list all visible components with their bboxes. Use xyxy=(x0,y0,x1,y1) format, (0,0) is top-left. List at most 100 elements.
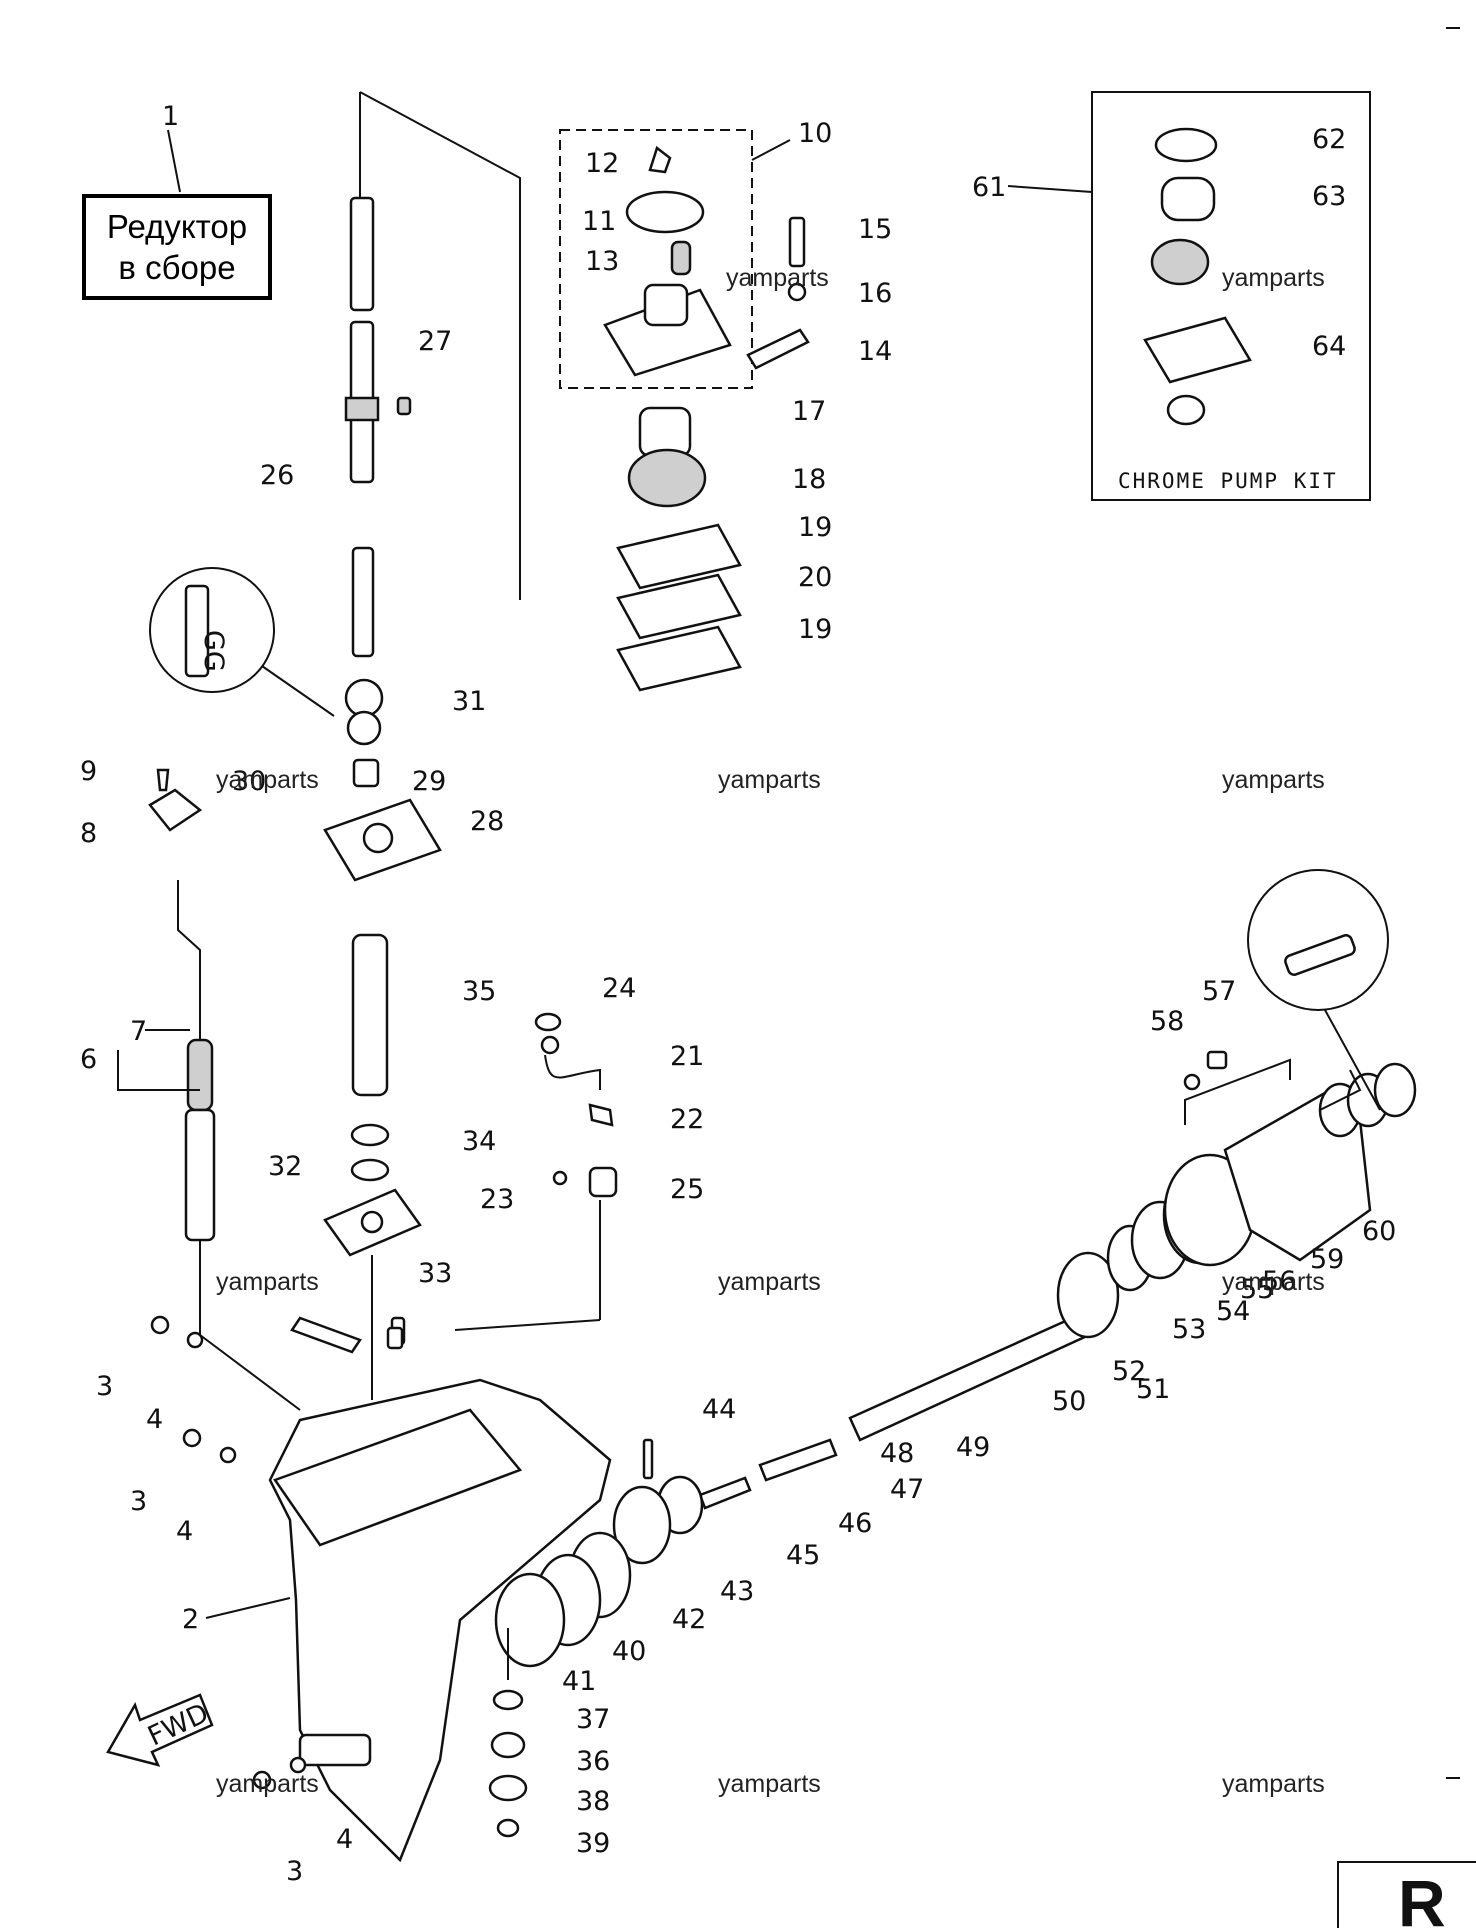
part-number: 19 xyxy=(798,614,832,645)
part-number: 2 xyxy=(182,1604,199,1635)
part-number: 26 xyxy=(260,460,294,491)
part-number: 57 xyxy=(1202,976,1236,1007)
part-number: 17 xyxy=(792,396,826,427)
water-pump-assembly xyxy=(559,129,810,692)
part-number: 48 xyxy=(880,1438,914,1469)
part-number: 37 xyxy=(576,1704,610,1735)
part-number: 53 xyxy=(1172,1314,1206,1345)
watermarks: yamparts yamparts yamparts yamparts yamp… xyxy=(216,264,1325,1798)
part-number: 9 xyxy=(80,756,97,787)
part-number-labels: 1 2 3 3 3 4 4 4 6 7 8 9 10 11 12 13 14 1… xyxy=(80,101,1396,1887)
part-number: 3 xyxy=(96,1371,113,1402)
title-line-2: в сборе xyxy=(118,249,236,286)
chrome-pump-kit-box: CHROME PUMP KIT xyxy=(1007,91,1371,501)
watermark: yamparts xyxy=(718,766,821,794)
part-number: 11 xyxy=(582,206,616,237)
part-number: 7 xyxy=(130,1016,147,1047)
part-number: 47 xyxy=(890,1474,924,1505)
part-number: 15 xyxy=(858,214,892,245)
watermark: yamparts xyxy=(1222,766,1325,794)
part-number: 62 xyxy=(1312,124,1346,155)
part-number: 28 xyxy=(470,806,504,837)
part-number: 46 xyxy=(838,1508,872,1539)
title-line-1: Редуктор xyxy=(106,207,248,245)
shift-rod-assembly xyxy=(117,768,216,1335)
casing-bolts xyxy=(150,1315,654,1838)
part-number: 25 xyxy=(670,1174,704,1205)
part-number: 14 xyxy=(858,336,892,367)
part-number: 21 xyxy=(670,1041,704,1072)
part-number: 1 xyxy=(162,101,179,132)
kit-label: CHROME PUMP KIT xyxy=(1118,469,1338,493)
part-number: 4 xyxy=(176,1516,193,1547)
part-number: 3 xyxy=(130,1486,147,1517)
fwd-arrow-icon: FWD xyxy=(106,1693,214,1767)
part-number: 30 xyxy=(232,766,266,797)
part-number: 52 xyxy=(1112,1356,1146,1387)
part-number: 63 xyxy=(1312,181,1346,212)
assembly-title-box: Редуктор в сборе xyxy=(82,194,272,300)
part-number: 4 xyxy=(336,1824,353,1855)
drive-shaft-assembly xyxy=(323,91,521,1400)
part-number: 61 xyxy=(972,172,1006,203)
part-number: 32 xyxy=(268,1151,302,1182)
part-number: 58 xyxy=(1150,1006,1184,1037)
part-number: 29 xyxy=(412,766,446,797)
lower-casing xyxy=(199,1334,612,1863)
part-number: 40 xyxy=(612,1636,646,1667)
part-number: 20 xyxy=(798,562,832,593)
part-number: 33 xyxy=(418,1258,452,1289)
watermark: yamparts xyxy=(726,264,829,292)
water-tube-assembly xyxy=(454,1012,618,1331)
part-number: 16 xyxy=(858,278,892,309)
part-number: 42 xyxy=(672,1604,706,1635)
watermark: yamparts xyxy=(216,1770,319,1798)
part-number: 44 xyxy=(702,1394,736,1425)
part-number: 54 xyxy=(1216,1296,1250,1327)
part-number: 49 xyxy=(956,1432,990,1463)
watermark: yamparts xyxy=(1222,1268,1325,1296)
part-number: 6 xyxy=(80,1044,97,1075)
part-number: 24 xyxy=(602,973,636,1004)
watermark: yamparts xyxy=(718,1770,821,1798)
watermark: yamparts xyxy=(216,1268,319,1296)
part-number: 59 xyxy=(1310,1244,1344,1275)
watermark: yamparts xyxy=(216,766,319,794)
corner-mark: R xyxy=(1337,1861,1476,1928)
part-number: 13 xyxy=(585,246,619,277)
part-number: 35 xyxy=(462,976,496,1007)
part-number: 39 xyxy=(576,1828,610,1859)
part-number: 64 xyxy=(1312,331,1346,362)
part-number: 10 xyxy=(798,118,832,149)
part-number: 55 xyxy=(1240,1274,1274,1305)
watermark: yamparts xyxy=(1222,1770,1325,1798)
part-number: 22 xyxy=(670,1104,704,1135)
watermark: yamparts xyxy=(718,1268,821,1296)
part-number: 36 xyxy=(576,1746,610,1777)
part-number: 45 xyxy=(786,1540,820,1571)
part-number: 43 xyxy=(720,1576,754,1607)
part-number: 19 xyxy=(798,512,832,543)
part-number: 31 xyxy=(452,686,486,717)
watermark: yamparts xyxy=(1222,264,1325,292)
part-number: 56 xyxy=(1262,1266,1296,1297)
part-number: 23 xyxy=(480,1184,514,1215)
part-number: 41 xyxy=(562,1666,596,1697)
svg-text:GG: GG xyxy=(198,630,229,672)
part-number: 8 xyxy=(80,818,97,849)
part-number: 4 xyxy=(146,1404,163,1435)
grease-detail-circle: GG xyxy=(149,567,335,717)
propeller-shaft-assembly xyxy=(494,1050,1417,1668)
part-number: 38 xyxy=(576,1786,610,1817)
part-number: 60 xyxy=(1362,1216,1396,1247)
corner-mark-text: R xyxy=(1398,1866,1446,1928)
part-number: 18 xyxy=(792,464,826,495)
part-number: 3 xyxy=(286,1856,303,1887)
part-number: 27 xyxy=(418,326,452,357)
part-number: 34 xyxy=(462,1126,496,1157)
part-number: 51 xyxy=(1136,1374,1170,1405)
part-number: 50 xyxy=(1052,1386,1086,1417)
part-number: 12 xyxy=(585,148,619,179)
